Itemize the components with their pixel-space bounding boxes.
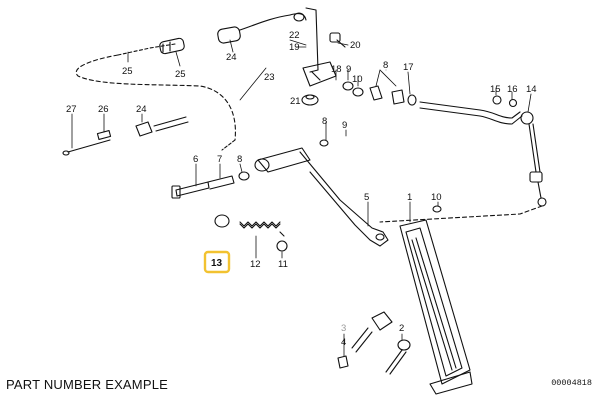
callout-8-b[interactable]: 8 [322, 116, 327, 127]
upper-lever-assembly [301, 7, 346, 106]
callout-5[interactable]: 5 [364, 192, 369, 203]
pedal-pad [399, 205, 473, 395]
pivot-parts [171, 171, 250, 199]
accelerator-cable [75, 12, 307, 151]
callout-15[interactable]: 15 [490, 84, 501, 95]
callout-20[interactable]: 20 [350, 40, 361, 51]
callout-21[interactable]: 21 [290, 96, 301, 107]
callout-12[interactable]: 12 [250, 259, 261, 270]
callout-10-b[interactable]: 10 [431, 192, 442, 203]
callout-18[interactable]: 18 [331, 64, 342, 75]
callout-11[interactable]: 11 [278, 259, 288, 270]
callout-1[interactable]: 1 [407, 192, 412, 203]
callout-10[interactable]: 10 [352, 74, 363, 85]
callout-16[interactable]: 16 [507, 84, 518, 95]
callout-4[interactable]: 4 [341, 337, 346, 348]
callout-27[interactable]: 27 [66, 104, 77, 115]
callout-8-c[interactable]: 8 [237, 154, 242, 165]
callout-22[interactable]: 22 [289, 30, 300, 41]
callout-7[interactable]: 7 [217, 154, 222, 165]
callout-25-b[interactable]: 25 [175, 69, 186, 80]
callout-14[interactable]: 14 [526, 84, 537, 95]
highlight-box [203, 250, 231, 274]
callout-24[interactable]: 24 [226, 52, 237, 63]
callout-8[interactable]: 8 [383, 60, 388, 71]
pedal-lever [254, 139, 389, 247]
caption: PART NUMBER EXAMPLE [6, 377, 169, 392]
callout-3[interactable]: 3 [341, 323, 346, 334]
diagram-code: 00004818 [551, 378, 592, 388]
callout-13[interactable]: 13 [211, 258, 223, 269]
leader-lines [71, 39, 532, 357]
callout-2[interactable]: 2 [399, 323, 404, 334]
callout-25[interactable]: 25 [122, 66, 133, 77]
callout-26[interactable]: 26 [98, 104, 109, 115]
callout-19[interactable]: 19 [289, 42, 300, 53]
pedal-shaft-assembly [342, 81, 547, 223]
callout-23[interactable]: 23 [264, 72, 275, 83]
callout-6[interactable]: 6 [193, 154, 198, 165]
callout-9[interactable]: 9 [346, 64, 351, 75]
cable-fittings [62, 116, 189, 156]
pedal-stop-parts [337, 311, 411, 375]
callout-9-b[interactable]: 9 [342, 120, 347, 131]
return-spring-assembly [214, 214, 288, 252]
callout-24-b[interactable]: 24 [136, 104, 147, 115]
callout-17[interactable]: 17 [403, 62, 414, 73]
